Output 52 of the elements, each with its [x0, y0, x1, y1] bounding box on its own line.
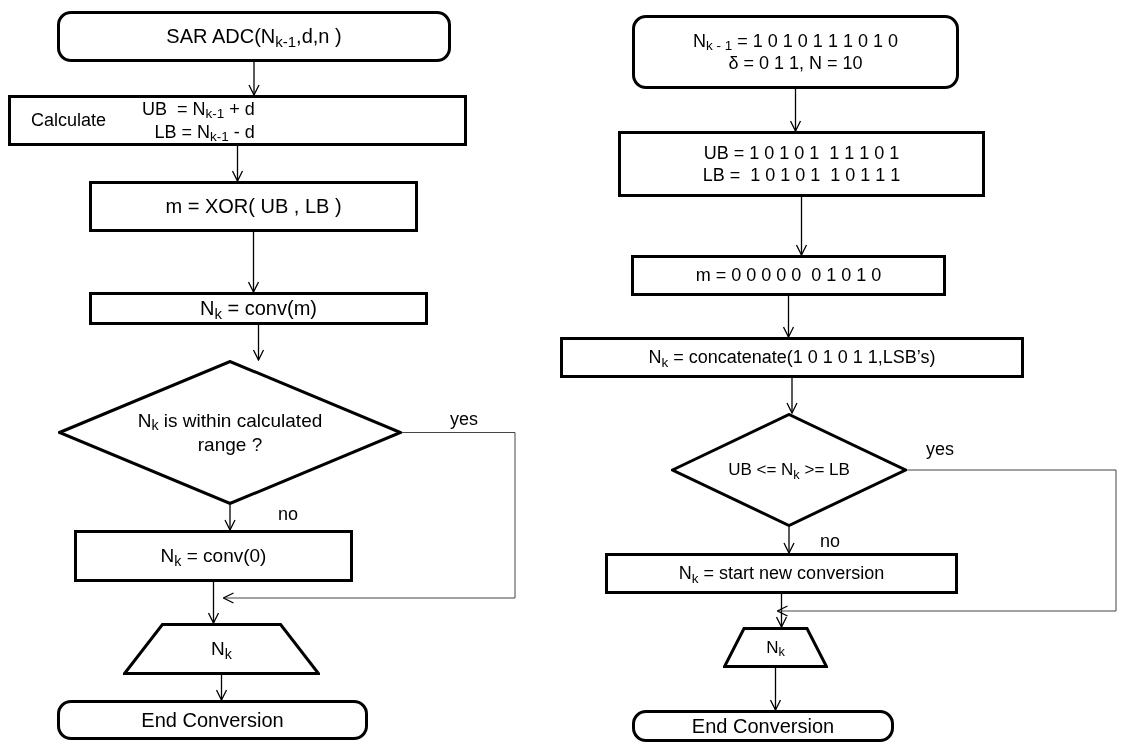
start-terminal: [632, 15, 959, 89]
node-text: N$_{k - 1}$ = 1 0 1 0 1 1 1 0 1 0: [693, 29, 898, 52]
arrow: [786, 377, 798, 414]
arrow: [782, 295, 795, 338]
arrow: [231, 145, 244, 182]
node-text: N$_{k}$ = start new conversion: [678, 562, 885, 585]
process-box: [631, 255, 946, 296]
node-text: LB = N$_{k-1}$ - d: [154, 120, 255, 143]
node-text: N$_{k}$: [211, 638, 232, 660]
node-text: UB = N$_{k-1}$ + d: [142, 98, 255, 121]
arrow: [775, 593, 788, 628]
end-terminal: [632, 710, 894, 742]
arrow: [795, 196, 808, 256]
process-box: [8, 95, 467, 146]
node-text: UB = 1 0 1 0 1 1 1 1 0 1: [703, 141, 900, 164]
node-text: N$_{k}$: [766, 637, 785, 657]
process-box: [618, 131, 985, 197]
arrow: [215, 674, 228, 701]
arrow: [247, 231, 260, 293]
node-text: m = 0 0 0 0 0 0 1 0 1 0: [695, 264, 882, 287]
node-text: N$_{k}$ = concatenate(1 0 1 0 1 1,LSB’s): [648, 346, 936, 369]
node-text: SAR ADC(N$_{k-1}$,d,n ): [166, 24, 342, 49]
arrow: [776, 469, 1117, 617]
arrow: [224, 504, 236, 531]
process-box: [74, 530, 353, 582]
end-terminal: [57, 700, 368, 740]
arrow: [207, 581, 220, 624]
node-text: N$_{k}$ = conv(0): [160, 544, 267, 568]
process-box: [89, 292, 428, 325]
node-text: UB <= N$_{k}$ >= LB: [728, 460, 850, 480]
output-trapezoid: [123, 623, 320, 675]
node-text: Calculate: [31, 109, 107, 132]
arrow: [769, 667, 782, 711]
decision-diamond: [58, 360, 402, 505]
arrow: [248, 61, 260, 96]
node-text: δ = 0 1 1, N = 10: [728, 52, 863, 75]
decision-diamond: [671, 413, 907, 527]
node-text: End Conversion: [141, 707, 284, 733]
arrow: [252, 324, 265, 361]
node-text: End Conversion: [691, 713, 835, 739]
process-box: [89, 181, 418, 232]
arrow: [783, 526, 795, 554]
process-box: [605, 553, 958, 594]
arrow: [222, 432, 516, 604]
node-text: N$_{k}$ is within calculated range ?: [137, 409, 323, 455]
node-text: m = XOR( UB , LB ): [165, 194, 342, 219]
arrow: [789, 88, 802, 132]
process-box: [560, 337, 1024, 378]
output-trapezoid: [723, 627, 828, 668]
node-text: N$_{k}$ = conv(m): [200, 296, 317, 321]
start-terminal: [57, 11, 451, 62]
node-text: LB = 1 0 1 0 1 1 0 1 1 1: [702, 164, 901, 187]
